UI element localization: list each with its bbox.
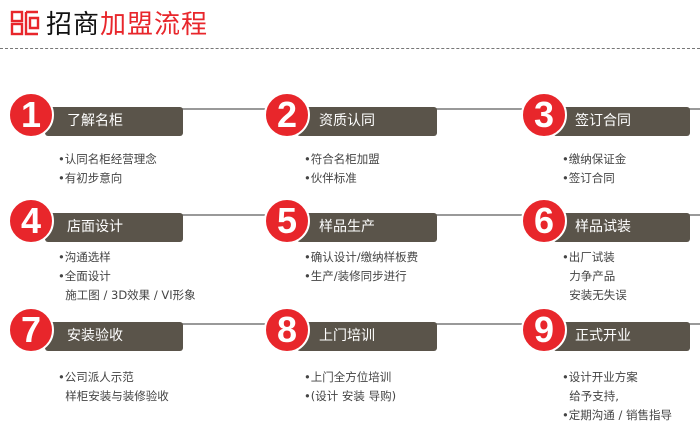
- step-number-badge: 4: [8, 198, 54, 244]
- step-title: 店面设计: [45, 213, 183, 242]
- description-line: •设计开业方案: [562, 370, 638, 384]
- description-line: 样柜安装与装修验收: [58, 389, 169, 403]
- step-description: •缴纳保证金 •签订合同: [562, 150, 626, 188]
- description-line: •生产/装修同步进行: [304, 269, 407, 283]
- description-line: •沟通选样: [58, 250, 111, 264]
- step-number-badge: 6: [521, 198, 567, 244]
- description-line: 施工图 / 3D效果 / VI形象: [58, 288, 196, 302]
- description-line: •(设计 安装 导购): [304, 389, 397, 403]
- step-number-badge: 1: [8, 92, 54, 138]
- description-line: •有初步意向: [58, 171, 123, 185]
- step-number-badge: 7: [8, 307, 54, 353]
- step-description: •上门全方位培训 •(设计 安装 导购): [304, 368, 396, 406]
- step-title: 正式开业: [553, 322, 690, 351]
- step-description: •设计开业方案 给予支持, •定期沟通 / 销售指导: [562, 368, 672, 425]
- step-description: •公司派人示范 样柜安装与装修验收: [58, 368, 169, 406]
- logo-icon: [10, 10, 40, 36]
- description-line: •确认设计/缴纳样板费: [304, 250, 419, 264]
- step-number-badge: 3: [521, 92, 567, 138]
- description-line: •全面设计: [58, 269, 111, 283]
- step-description: •出厂试装 力争产品 安装无失误: [562, 248, 627, 305]
- description-line: •认同名柜经营理念: [58, 152, 157, 166]
- step-number-badge: 2: [264, 92, 310, 138]
- description-line: •定期沟通 / 销售指导: [562, 408, 672, 422]
- description-line: •出厂试装: [562, 250, 615, 264]
- step-title: 了解名柜: [45, 107, 183, 136]
- description-line: 安装无失误: [562, 288, 627, 302]
- title-black: 招商: [46, 10, 101, 40]
- step-description: •确认设计/缴纳样板费 •生产/装修同步进行: [304, 248, 418, 286]
- step-title: 样品生产: [297, 213, 437, 242]
- step-number-badge: 5: [264, 198, 310, 244]
- description-line: 力争产品: [562, 269, 616, 283]
- divider: [0, 48, 700, 49]
- description-line: •签订合同: [562, 171, 615, 185]
- step-description: •符合名柜加盟 •伙伴标准: [304, 150, 380, 188]
- step-title: 样品试装: [553, 213, 690, 242]
- step-description: •沟通选样 •全面设计 施工图 / 3D效果 / VI形象: [58, 248, 196, 305]
- title-red: 加盟流程: [100, 10, 209, 40]
- step-number-badge: 9: [521, 307, 567, 353]
- step-title: 上门培训: [297, 322, 437, 351]
- step-title: 签订合同: [553, 107, 690, 136]
- step-title: 安装验收: [45, 322, 183, 351]
- description-line: •符合名柜加盟: [304, 152, 380, 166]
- step-number-badge: 8: [264, 307, 310, 353]
- description-line: •上门全方位培训: [304, 370, 392, 384]
- description-line: •缴纳保证金: [562, 152, 627, 166]
- description-line: 给予支持,: [562, 389, 619, 403]
- page-title: 招商加盟流程: [10, 8, 208, 42]
- step-title: 资质认同: [297, 107, 437, 136]
- description-line: •公司派人示范: [58, 370, 134, 384]
- description-line: •伙伴标准: [304, 171, 357, 185]
- step-description: •认同名柜经营理念 •有初步意向: [58, 150, 157, 188]
